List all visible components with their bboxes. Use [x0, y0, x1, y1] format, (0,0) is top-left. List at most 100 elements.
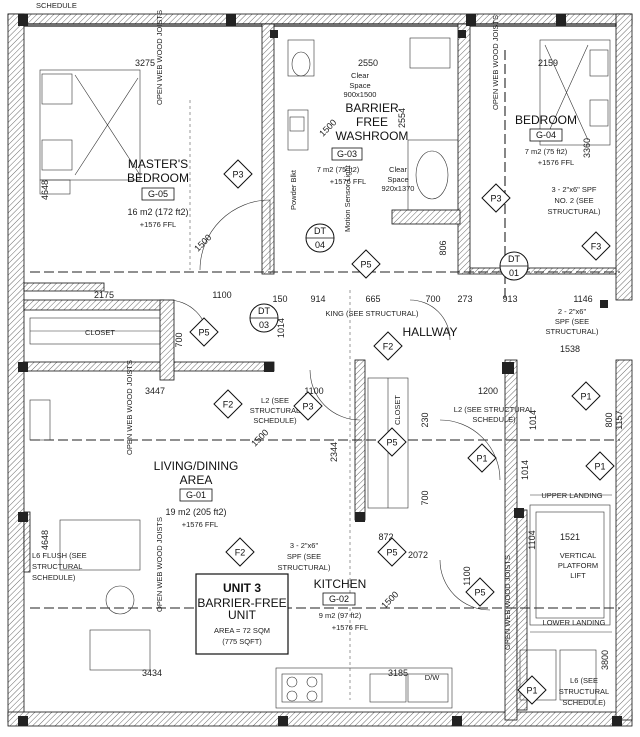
master-area: 16 m2 (172 ft2) [127, 207, 188, 217]
tag-label: P3 [232, 170, 243, 180]
tag-marker: F2 [373, 331, 403, 361]
closet-mid-label: CLOSET [393, 395, 402, 425]
dim-3275: 3275 [135, 58, 155, 68]
kitchen-ffl: +1576 FFL [332, 623, 368, 632]
living-label: LIVING/DINING AREA G-01 19 m2 (205 ft2) … [154, 459, 239, 529]
dim-872: 872 [378, 532, 393, 542]
tag-marker: P5 [189, 317, 219, 347]
joist-note-1: OPEN WEB WOOD JOISTS [155, 10, 164, 105]
tag-diamond [467, 443, 497, 473]
dim-1104: 1104 [527, 530, 537, 549]
washroom-code: G-03 [337, 149, 357, 159]
dt03-a: DT [258, 306, 270, 316]
tag-marker: P1 [517, 675, 547, 705]
spf-right-b: NO. 2 (SEE [554, 196, 593, 205]
lift-label-1: VERTICAL [560, 551, 597, 560]
gridlines [30, 50, 620, 700]
dt04-b: 04 [315, 240, 325, 250]
tag-label: P5 [198, 328, 209, 338]
living-code: G-01 [186, 490, 206, 500]
tag-label: P5 [386, 548, 397, 558]
tag-label: P3 [302, 402, 313, 412]
spf2-c: STRUCTURAL) [546, 327, 599, 336]
tag-marker: F2 [225, 537, 255, 567]
dim-1146: 1146 [573, 294, 592, 304]
tag-diamond [465, 577, 495, 607]
washroom-name-2: FREE [356, 115, 388, 129]
dt01-a: DT [508, 254, 520, 264]
washroom-label: BARRIER FREE WASHROOM G-03 7 m2 (75 ft2)… [317, 71, 415, 193]
tag-label: P1 [526, 686, 537, 696]
spf2-b: SPF (SEE [555, 317, 589, 326]
dim-2344: 2344 [329, 442, 339, 462]
dim-806: 806 [438, 240, 448, 255]
l6-c: SCHEDULE) [32, 573, 76, 582]
dim-2175: 2175 [94, 290, 114, 300]
tag-marker: P5 [465, 577, 495, 607]
tag-label: P1 [594, 462, 605, 472]
platform-lift [529, 494, 612, 633]
tag-diamond [189, 317, 219, 347]
joist-note-4: OPEN WEB WOOD JOISTS [155, 517, 164, 612]
living-ffl: +1576 FFL [182, 520, 218, 529]
washroom-name-1: BARRIER [345, 101, 399, 115]
dim-3447: 3447 [145, 386, 165, 396]
master-bedroom-label: MASTER'S BEDROOM G-05 16 m2 (172 ft2) +1… [127, 157, 189, 229]
unit-title-block: UNIT 3 BARRIER-FREE UNIT AREA = 72 SQM (… [195, 573, 289, 655]
detail-tag-dt03: DT 03 [249, 303, 279, 333]
dim-700-a: 700 [425, 294, 440, 304]
dim-3185: 3185 [388, 668, 408, 678]
bedroom-code: G-04 [536, 130, 556, 140]
dim-273: 273 [457, 294, 472, 304]
unit-area-imperial: (775 SQFT) [222, 637, 262, 646]
dim-2159: 2159 [538, 58, 558, 68]
bedroom-label: BEDROOM G-04 7 m2 (75 ft2) +1576 FFL [515, 113, 577, 167]
tag-diamond [373, 331, 403, 361]
closet-left-label: CLOSET [85, 328, 115, 337]
detail-tag-dt01: DT 01 [499, 251, 529, 281]
closet-left [29, 317, 161, 345]
tag-label: P1 [580, 392, 591, 402]
clear-space-1-c: 900x1500 [344, 90, 377, 99]
spf2-a: 2 - 2"x6" [558, 307, 587, 316]
tag-marker: P5 [351, 249, 381, 279]
tag-diamond [571, 381, 601, 411]
living-name-2: AREA [180, 473, 213, 487]
lift-dim: 1521 [560, 532, 580, 542]
dim-230: 230 [420, 412, 430, 427]
spf3-b: SPF (SEE [287, 552, 321, 561]
bedroom-name: BEDROOM [515, 113, 577, 127]
master-name-2: BEDROOM [127, 171, 189, 185]
dim-4648-bottom: 4648 [40, 530, 50, 550]
hallway-label: HALLWAY [402, 325, 457, 339]
dim-700-b: 700 [174, 332, 184, 347]
notes: OPEN WEB WOOD JOISTS OPEN WEB WOOD JOIST… [32, 1, 609, 707]
dim-1100-b: 1100 [304, 386, 323, 396]
spf3-a: 3 - 2"x6" [290, 541, 319, 550]
tag-label: F2 [223, 400, 234, 410]
tag-marker: F2 [213, 389, 243, 419]
dim-2072: 2072 [408, 550, 428, 560]
l6-a: L6 FLUSH (SEE [32, 551, 87, 560]
kitchen-counters [275, 649, 597, 709]
dim-1014-a: 1014 [276, 318, 286, 338]
dim-1538: 1538 [560, 344, 580, 354]
dim-3800: 3800 [600, 650, 610, 670]
tag-marker: P1 [585, 451, 615, 481]
tag-marker: P3 [481, 183, 511, 213]
tag-diamond [225, 537, 255, 567]
tag-diamond [585, 451, 615, 481]
clear-space-2-a: Clear [389, 165, 407, 174]
lower-landing: LOWER LANDING [543, 618, 606, 627]
dim-1014-c: 1014 [528, 410, 538, 430]
unit-area: AREA = 72 SQM [214, 626, 270, 635]
l2-b: STRUCTURAL [250, 406, 300, 415]
detail-tag-dt04: DT 04 [305, 223, 335, 253]
tag-diamond [377, 537, 407, 567]
joist-note-3: OPEN WEB WOOD JOISTS [125, 360, 134, 455]
dim-4648-top: 4648 [40, 180, 50, 200]
tag-label: P1 [476, 454, 487, 464]
powder-note: Powder Blkt [289, 169, 298, 210]
upper-landing: UPPER LANDING [541, 491, 602, 500]
